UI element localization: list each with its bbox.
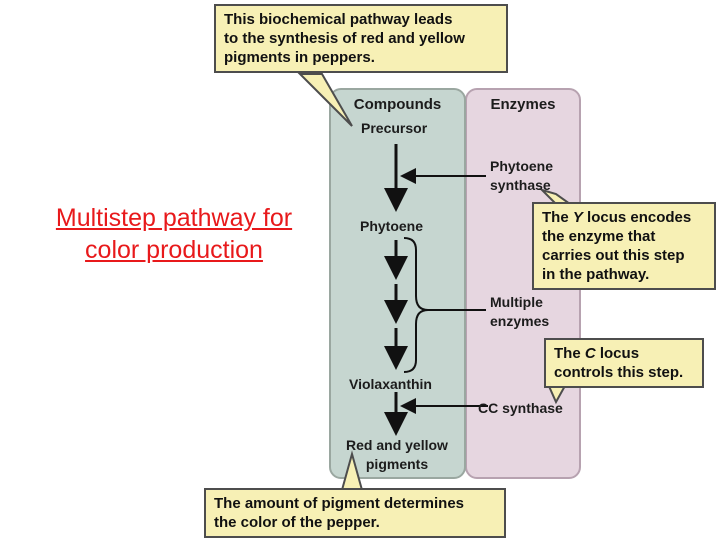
- note-y-locus: The Y locus encodes the enzyme that carr…: [532, 202, 716, 290]
- phytoene-synthase-line-2: synthase: [490, 177, 551, 193]
- slide-title-line-1: Multistep pathway for: [55, 204, 293, 232]
- note-y-locus-line-3: carries out this step: [542, 247, 685, 264]
- note-top-line-3: pigments in peppers.: [224, 49, 375, 66]
- enzyme-phytoene-synthase: Phytoene synthase: [490, 157, 553, 195]
- note-bottom-line-1: The amount of pigment determines: [214, 495, 465, 512]
- final-pigments-line-2: pigments: [365, 456, 429, 472]
- final-pigments-line-1: Red and yellow: [346, 437, 448, 453]
- note-c-locus-line-2: controls this step.: [554, 364, 684, 381]
- compounds-header: Compounds: [353, 96, 442, 113]
- enzyme-cc-synthase: CC synthase: [478, 400, 563, 416]
- compound-phytoene: Phytoene: [360, 218, 424, 234]
- compound-final-pigments: Red and yellow pigments: [340, 436, 454, 474]
- note-y-locus-line-1: The Y locus encodes: [542, 209, 692, 226]
- compound-violaxanthin: Violaxanthin: [349, 376, 432, 392]
- slide-title: Multistep pathway for color production: [18, 202, 330, 266]
- compound-precursor: Precursor: [361, 120, 428, 136]
- note-top: This biochemical pathway leads to the sy…: [214, 4, 508, 73]
- slide-title-line-2: color production: [85, 236, 263, 264]
- note-top-line-1: This biochemical pathway leads: [224, 11, 453, 28]
- enzymes-header: Enzymes: [490, 96, 556, 113]
- multiple-enzymes-line-2: enzymes: [490, 313, 550, 329]
- note-top-line-2: to the synthesis of red and yellow: [224, 30, 465, 47]
- note-c-locus: The C locus controls this step.: [544, 338, 704, 388]
- top-note-pointer: [297, 73, 353, 127]
- note-c-locus-line-1: The C locus: [554, 345, 640, 362]
- note-bottom-line-2: the color of the pepper.: [214, 514, 380, 531]
- enzyme-multiple: Multiple enzymes: [490, 293, 549, 331]
- phytoene-synthase-line-1: Phytoene: [490, 158, 554, 174]
- note-y-locus-line-2: the enzyme that: [542, 228, 656, 245]
- note-bottom: The amount of pigment determines the col…: [204, 488, 506, 538]
- note-y-locus-line-4: in the pathway.: [542, 266, 650, 283]
- multiple-enzymes-line-1: Multiple: [490, 294, 543, 310]
- multiple-enzymes-brace: [403, 237, 429, 373]
